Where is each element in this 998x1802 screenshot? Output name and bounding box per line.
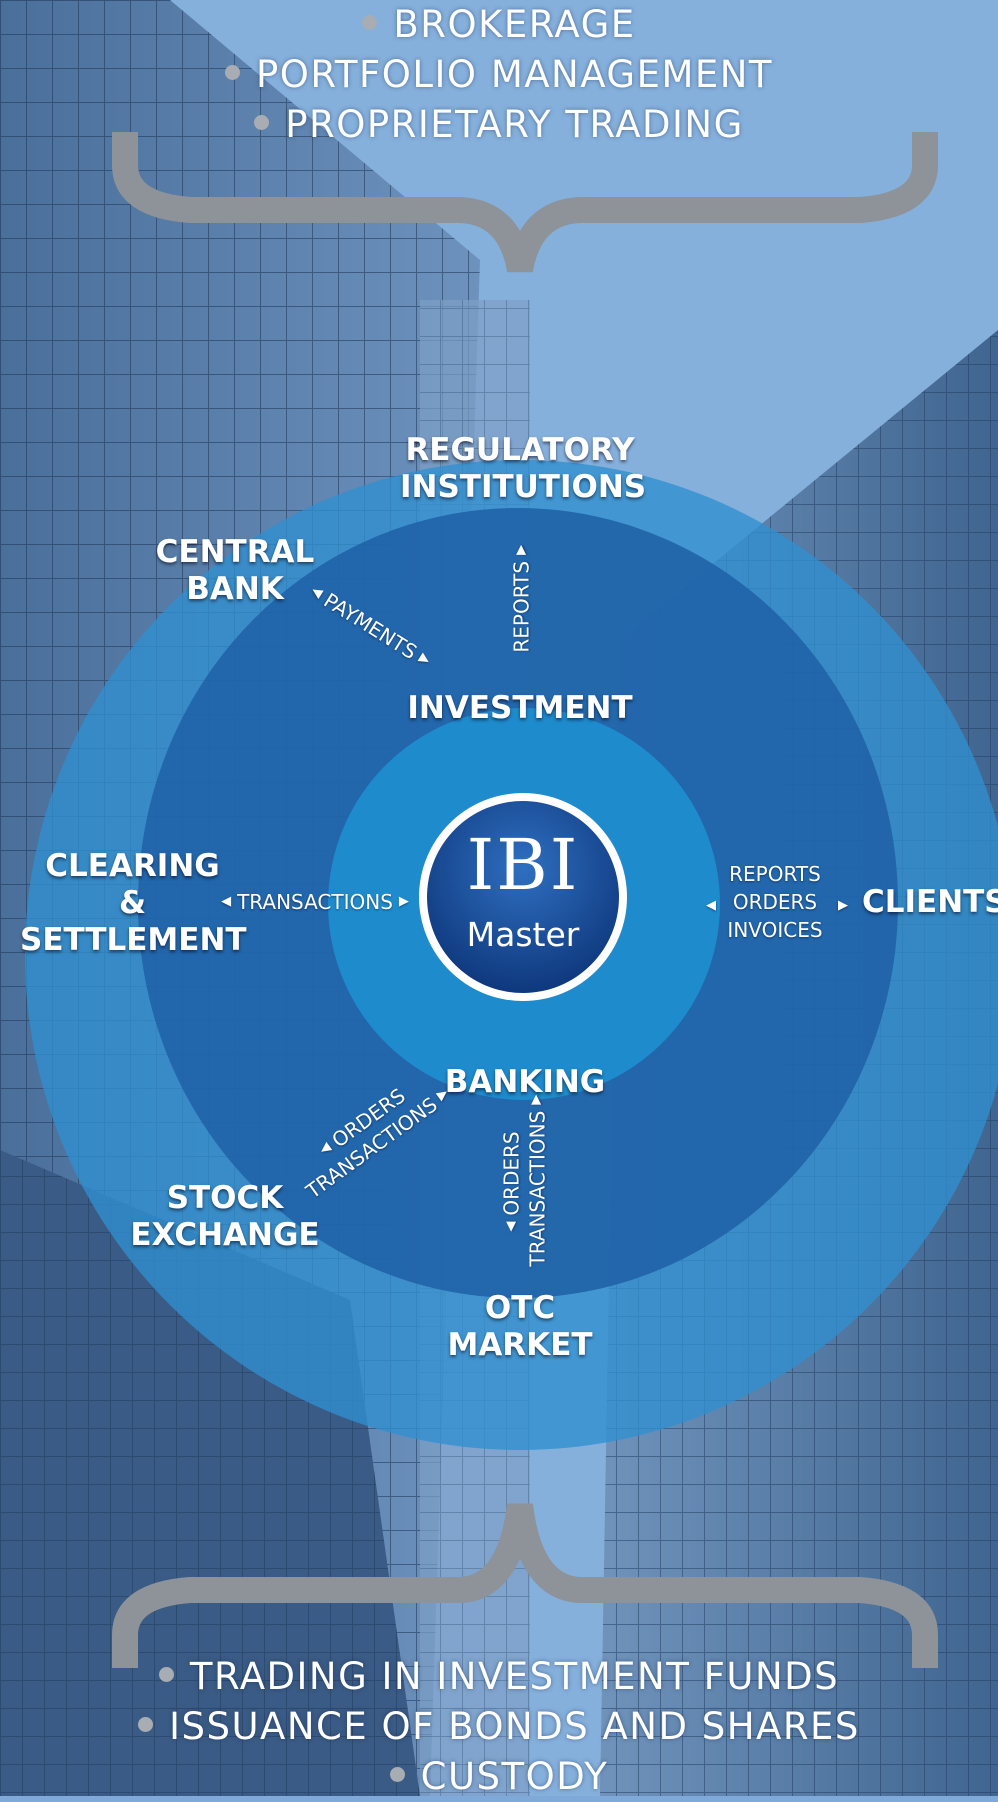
arrow-left-icon: ◀ [706,898,716,913]
arrow-left-icon: ◀ [503,1221,518,1232]
arrow-right-icon: ▶ [838,898,848,913]
bullet-icon [138,1717,154,1732]
bullet-icon [254,115,270,130]
node-central-bank: CENTRAL BANK [150,534,320,608]
node-stock-line2: EXCHANGE [130,1217,320,1253]
link-reports: REPORTS▶ [507,539,537,659]
node-clearing-line2: & [118,885,147,921]
node-clearing-settlement: CLEARING & SETTLEMENT [20,848,247,959]
bottom-services-list: TRADING IN INVESTMENT FUNDS ISSUANCE OF … [0,1652,998,1802]
node-clients: CLIENTS [862,884,998,920]
arrow-right-icon: ▶ [398,893,409,909]
node-stock-line1: STOCK [166,1180,284,1216]
arrow-left-icon: ◀ [221,893,232,909]
service-investment-funds: TRADING IN INVESTMENT FUNDS [0,1652,998,1702]
node-regulatory-line2: INSTITUTIONS [400,469,647,505]
bottom-brace [112,1503,938,1668]
link-otc-flow: ◀ORDERS TRANSACTIONS▶ [499,1094,551,1267]
logo-master: Master [466,915,580,954]
link-otc-orders-row: ◀ORDERS [499,1131,524,1232]
service-portfolio-management: PORTFOLIO MANAGEMENT [0,50,998,100]
link-clients-flow: ◀ REPORTS ORDERS INVOICES ▶ [700,860,850,944]
bullet-icon [224,65,240,80]
bullet-icon [389,1767,405,1782]
node-clearing-line1: CLEARING [45,848,220,884]
node-banking: BANKING [444,1064,606,1100]
node-investment: INVESTMENT [407,690,633,726]
top-services-list: BROKERAGE PORTFOLIO MANAGEMENT PROPRIETA… [0,0,998,150]
link-clients-orders: ORDERS [732,890,818,914]
service-brokerage: BROKERAGE [0,0,998,50]
node-otc-line2: MARKET [447,1327,593,1363]
node-regulatory-institutions: REGULATORY INSTITUTIONS [400,432,647,506]
node-stock-exchange: STOCK EXCHANGE [120,1180,330,1254]
top-brace [112,132,938,273]
logo-ibi: IBI [466,824,580,906]
link-transactions: ◀TRANSACTIONS▶ [215,888,415,918]
bullet-icon [362,15,378,30]
service-custody: CUSTODY [0,1752,998,1802]
logo-disc [427,801,619,993]
link-otc-transactions-row: TRANSACTIONS▶ [525,1094,549,1267]
arrow-right-icon: ▶ [528,1094,544,1105]
link-clients-reports: REPORTS [729,862,821,886]
arrow-up-icon: ▶ [512,544,528,555]
bullet-icon [158,1667,174,1682]
node-central-bank-line2: BANK [186,571,284,607]
node-otc-market: OTC MARKET [420,1290,620,1364]
service-bonds-shares: ISSUANCE OF BONDS AND SHARES [0,1702,998,1752]
node-central-bank-line1: CENTRAL [155,534,315,570]
node-regulatory-line1: REGULATORY [405,432,635,468]
node-clearing-line3: SETTLEMENT [20,922,247,958]
link-clients-invoices: INVOICES [727,918,823,942]
service-proprietary-trading: PROPRIETARY TRADING [0,100,998,150]
node-otc-line1: OTC [484,1290,556,1326]
